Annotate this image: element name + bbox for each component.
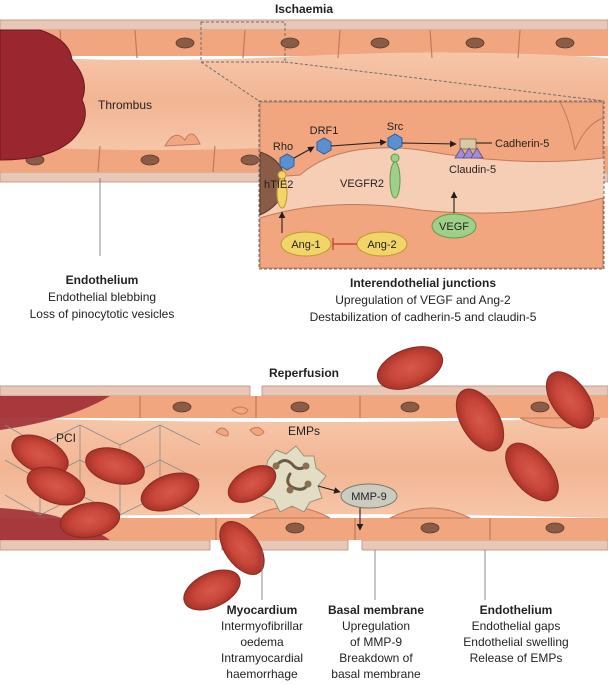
- svg-text:Intramyocardial: Intramyocardial: [221, 651, 303, 665]
- junction-inset: [258, 100, 605, 270]
- svg-text:Endothelium: Endothelium: [66, 273, 139, 287]
- cadherin-label: Cadherin-5: [495, 138, 549, 150]
- pci-label: PCI: [56, 431, 76, 445]
- emp-particles: [215, 406, 265, 437]
- svg-text:Breakdown of: Breakdown of: [339, 651, 413, 665]
- endothelium-caption-bottom: Endothelium Endothelial gaps Endothelial…: [463, 603, 568, 665]
- claudin-label: Claudin-5: [449, 164, 496, 176]
- cadherin-complex: [459, 138, 477, 150]
- src-hexagon: [387, 133, 403, 151]
- drf1-hexagon: [316, 137, 332, 155]
- rho-label: Rho: [273, 141, 293, 153]
- reperfusion-title: Reperfusion: [269, 366, 339, 380]
- svg-text:Endothelial gaps: Endothelial gaps: [472, 619, 561, 633]
- red-blood-cells: [11, 346, 595, 611]
- endothelium-caption-top: Endothelium Endothelial blebbing Loss of…: [30, 273, 175, 321]
- svg-text:Endothelial blebbing: Endothelial blebbing: [48, 290, 156, 304]
- myocardium-caption: Myocardium Intermyofibrillar oedema Intr…: [221, 603, 303, 681]
- svg-text:Upregulation: Upregulation: [342, 619, 410, 633]
- svg-text:Endothelial swelling: Endothelial swelling: [463, 635, 568, 649]
- htie2-label: hTIE2: [264, 179, 293, 191]
- svg-text:Release of EMPs: Release of EMPs: [470, 651, 563, 665]
- svg-text:haemorrhage: haemorrhage: [226, 667, 298, 681]
- ang1-label: Ang-1: [291, 239, 320, 251]
- mmp9-ellipse: [340, 483, 398, 509]
- ischaemia-title: Ischaemia: [275, 2, 333, 16]
- basal-membrane-caption: Basal membrane Upregulation of MMP-9 Bre…: [328, 603, 424, 681]
- svg-text:Intermyofibrillar: Intermyofibrillar: [221, 619, 303, 633]
- mmp9-label: MMP-9: [351, 491, 386, 503]
- vegf-label: VEGF: [439, 221, 469, 233]
- svg-text:basal membrane: basal membrane: [331, 667, 421, 681]
- endothelial-bleb: [164, 133, 201, 147]
- svg-text:Loss of pinocytotic vesicles: Loss of pinocytotic vesicles: [30, 307, 175, 321]
- vegfr2-receptor: [389, 161, 401, 199]
- leukocyte: [255, 445, 327, 513]
- ang1-ligand: [280, 231, 332, 257]
- bottom-pointers: [261, 550, 486, 600]
- ang2-label: Ang-2: [367, 239, 396, 251]
- thrombus-label: Thrombus: [98, 98, 152, 112]
- rho-hexagon: [279, 153, 295, 171]
- svg-text:Interendothelial junctions: Interendothelial junctions: [350, 276, 496, 290]
- vegf-ligand: [431, 213, 477, 239]
- thrombus: [0, 29, 86, 161]
- junctions-caption: Interendothelial junctions Upregulation …: [310, 276, 537, 324]
- src-label: Src: [387, 121, 404, 133]
- svg-text:Upregulation of VEGF and Ang-2: Upregulation of VEGF and Ang-2: [335, 293, 511, 307]
- drf1-label: DRF1: [310, 125, 339, 137]
- vegfr2-label: VEGFR2: [340, 178, 384, 190]
- svg-text:Myocardium: Myocardium: [227, 603, 298, 617]
- claudin-complex: [454, 147, 484, 159]
- zoom-selection-box: [200, 21, 286, 63]
- svg-text:oedema: oedema: [240, 635, 284, 649]
- svg-text:Destabilization of cadherin-5: Destabilization of cadherin-5 and claudi…: [310, 310, 537, 324]
- emps-label: EMPs: [288, 424, 320, 438]
- svg-text:Endothelium: Endothelium: [480, 603, 553, 617]
- svg-text:of MMP-9: of MMP-9: [350, 635, 402, 649]
- svg-text:Basal membrane: Basal membrane: [328, 603, 424, 617]
